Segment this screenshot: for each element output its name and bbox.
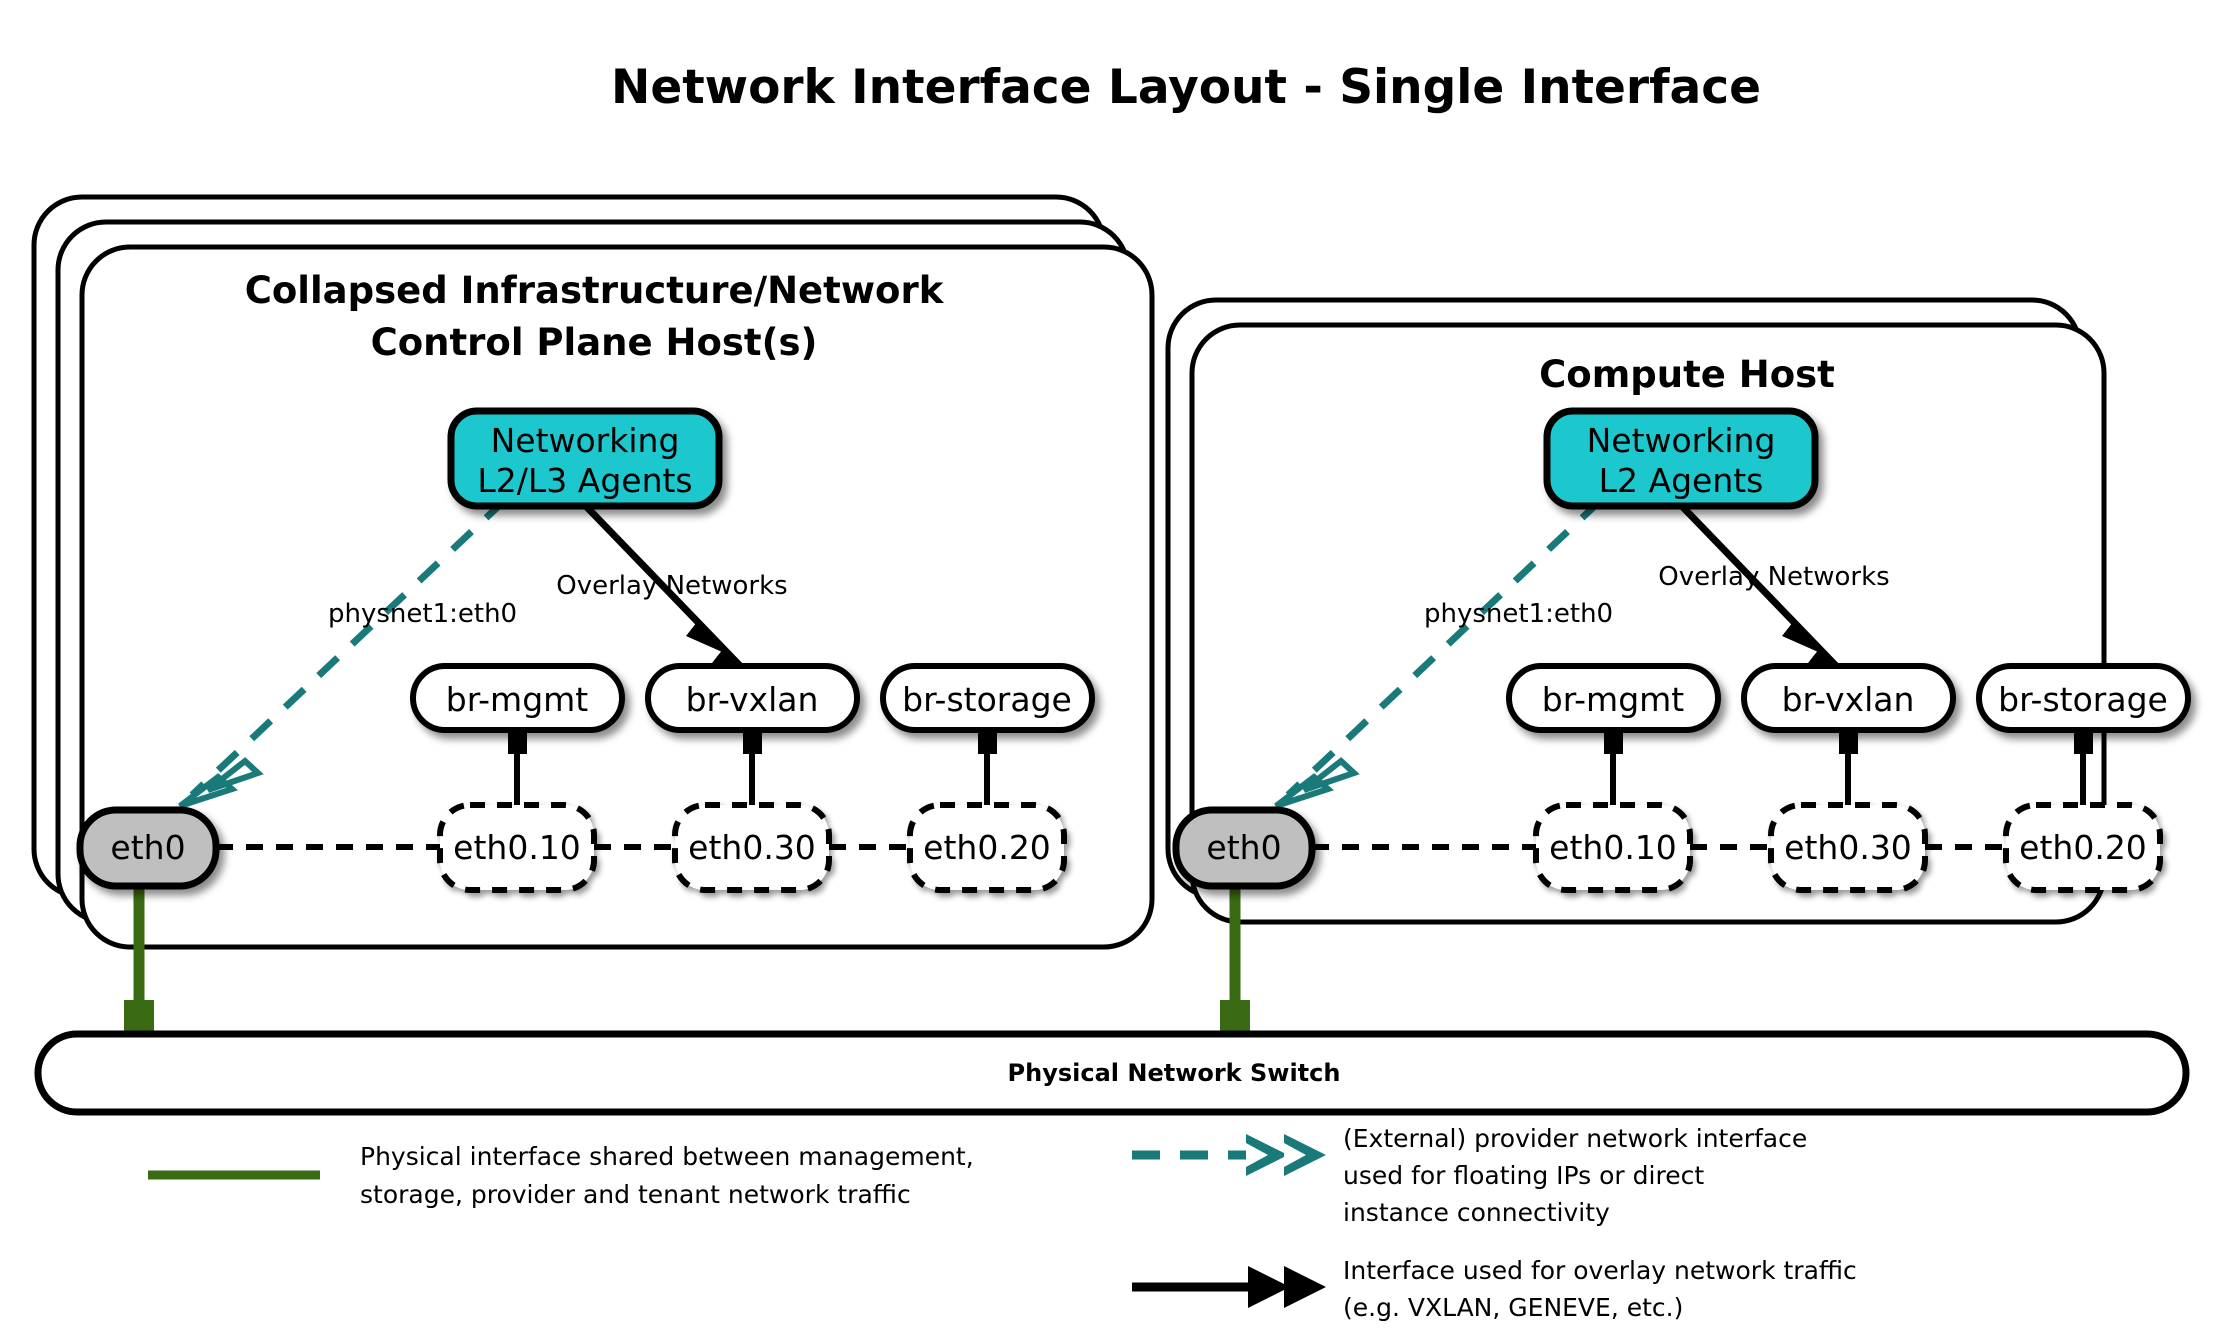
overlay-edge-line-control — [577, 497, 750, 676]
agent-box-shape-compute — [1543, 407, 1819, 510]
legend-swatch-overlay — [1132, 1266, 1326, 1308]
agent-box-compute[interactable] — [1543, 407, 1819, 510]
nic-label-control: eth0 — [110, 828, 185, 867]
vlan-label-eth0-20-compute: eth0.20 — [2019, 828, 2147, 867]
overlay-arrowhead-b-control — [686, 622, 729, 655]
agent-label-compute-line2: L2 Agents — [1599, 461, 1764, 500]
bridge-label-br-mgmt-compute: br-mgmt — [1542, 680, 1685, 719]
bridge-label-br-vxlan-control: br-vxlan — [686, 680, 819, 719]
overlay-edge-label-control: Overlay Networks — [556, 571, 787, 601]
bridge-label-br-mgmt-control: br-mgmt — [446, 680, 589, 719]
vlan-node-eth0-20-compute[interactable] — [2003, 802, 2163, 893]
provider-edge-control — [178, 497, 508, 809]
vlan-node-eth0-20-control[interactable] — [907, 802, 1067, 893]
host-stack-layer-1-compute — [1189, 322, 2107, 925]
provider-edge-line-control — [189, 497, 508, 798]
host-title-control-line1: Collapsed Infrastructure/Network — [245, 269, 945, 312]
legend-text-overlay-line1: Interface used for overlay network traff… — [1343, 1256, 1857, 1285]
physical-switch-label: Physical Network Switch — [1008, 1059, 1341, 1087]
agent-box-shape-control — [447, 407, 723, 510]
vlan-node-eth0-30-control[interactable] — [672, 802, 832, 893]
provider-edge-compute — [1274, 497, 1604, 809]
vlan-label-eth0-10-control: eth0.10 — [453, 828, 581, 867]
legend-text-provider-line2: used for floating IPs or direct — [1343, 1161, 1704, 1190]
agent-label-control-line2: L2/L3 Agents — [477, 461, 692, 500]
bridge-node-br-storage-compute[interactable] — [1976, 663, 2191, 733]
vlan-node-eth0-10-control[interactable] — [437, 802, 597, 893]
legend-text-provider-line1: (External) provider network interface — [1343, 1124, 1807, 1153]
physical-switch-bar[interactable] — [34, 1030, 2190, 1116]
vlan-node-eth0-30-compute[interactable] — [1768, 802, 1928, 893]
host-title-compute: Compute Host — [1539, 353, 1835, 396]
provider-edge-line-compute — [1285, 497, 1604, 798]
legend-text-physical-line2: storage, provider and tenant network tra… — [360, 1180, 911, 1209]
bridge-node-br-mgmt-compute[interactable] — [1506, 663, 1721, 733]
provider-arrowhead-b-compute — [1302, 757, 1360, 793]
page-title: Network Interface Layout - Single Interf… — [611, 60, 1761, 115]
vlan-label-eth0-30-control: eth0.30 — [688, 828, 816, 867]
legend-swatch-provider — [1132, 1134, 1326, 1176]
host-title-control-line2: Control Plane Host(s) — [371, 321, 818, 364]
bridge-label-br-storage-compute: br-storage — [1998, 680, 2168, 719]
overlay-edge-line-compute — [1673, 497, 1846, 676]
nic-node-compute[interactable] — [1172, 806, 1316, 890]
bridge-node-br-vxlan-control[interactable] — [645, 663, 860, 733]
agent-label-compute-line1: Networking — [1587, 421, 1776, 460]
bridge-node-br-vxlan-compute[interactable] — [1741, 663, 1956, 733]
nic-node-control[interactable] — [76, 806, 220, 890]
legend-text-provider-line3: instance connectivity — [1343, 1198, 1610, 1227]
provider-edge-label-control: physnet1:eth0 — [328, 599, 517, 629]
physical-switch-shape — [34, 1030, 2190, 1116]
vlan-node-eth0-10-compute[interactable] — [1533, 802, 1693, 893]
vlan-label-eth0-30-compute: eth0.30 — [1784, 828, 1912, 867]
legend-text-overlay-line2: (e.g. VXLAN, GENEVE, etc.) — [1343, 1293, 1683, 1322]
provider-arrowhead-b-control — [206, 757, 264, 793]
bridge-node-br-mgmt-control[interactable] — [410, 663, 625, 733]
vlan-label-eth0-10-compute: eth0.10 — [1549, 828, 1677, 867]
agent-box-control[interactable] — [447, 407, 723, 510]
provider-edge-label-compute: physnet1:eth0 — [1424, 599, 1613, 629]
legend-text-physical-line1: Physical interface shared between manage… — [360, 1142, 974, 1171]
bridge-label-br-vxlan-compute: br-vxlan — [1782, 680, 1915, 719]
vlan-label-eth0-20-control: eth0.20 — [923, 828, 1051, 867]
nic-label-compute: eth0 — [1206, 828, 1281, 867]
bridge-node-br-storage-control[interactable] — [880, 663, 1095, 733]
overlay-edge-label-compute: Overlay Networks — [1658, 562, 1889, 592]
host-stack-layer-1 — [79, 244, 1155, 950]
agent-label-control-line1: Networking — [491, 421, 680, 460]
overlay-arrowhead-b-compute — [1782, 622, 1825, 655]
bridge-label-br-storage-control: br-storage — [902, 680, 1072, 719]
